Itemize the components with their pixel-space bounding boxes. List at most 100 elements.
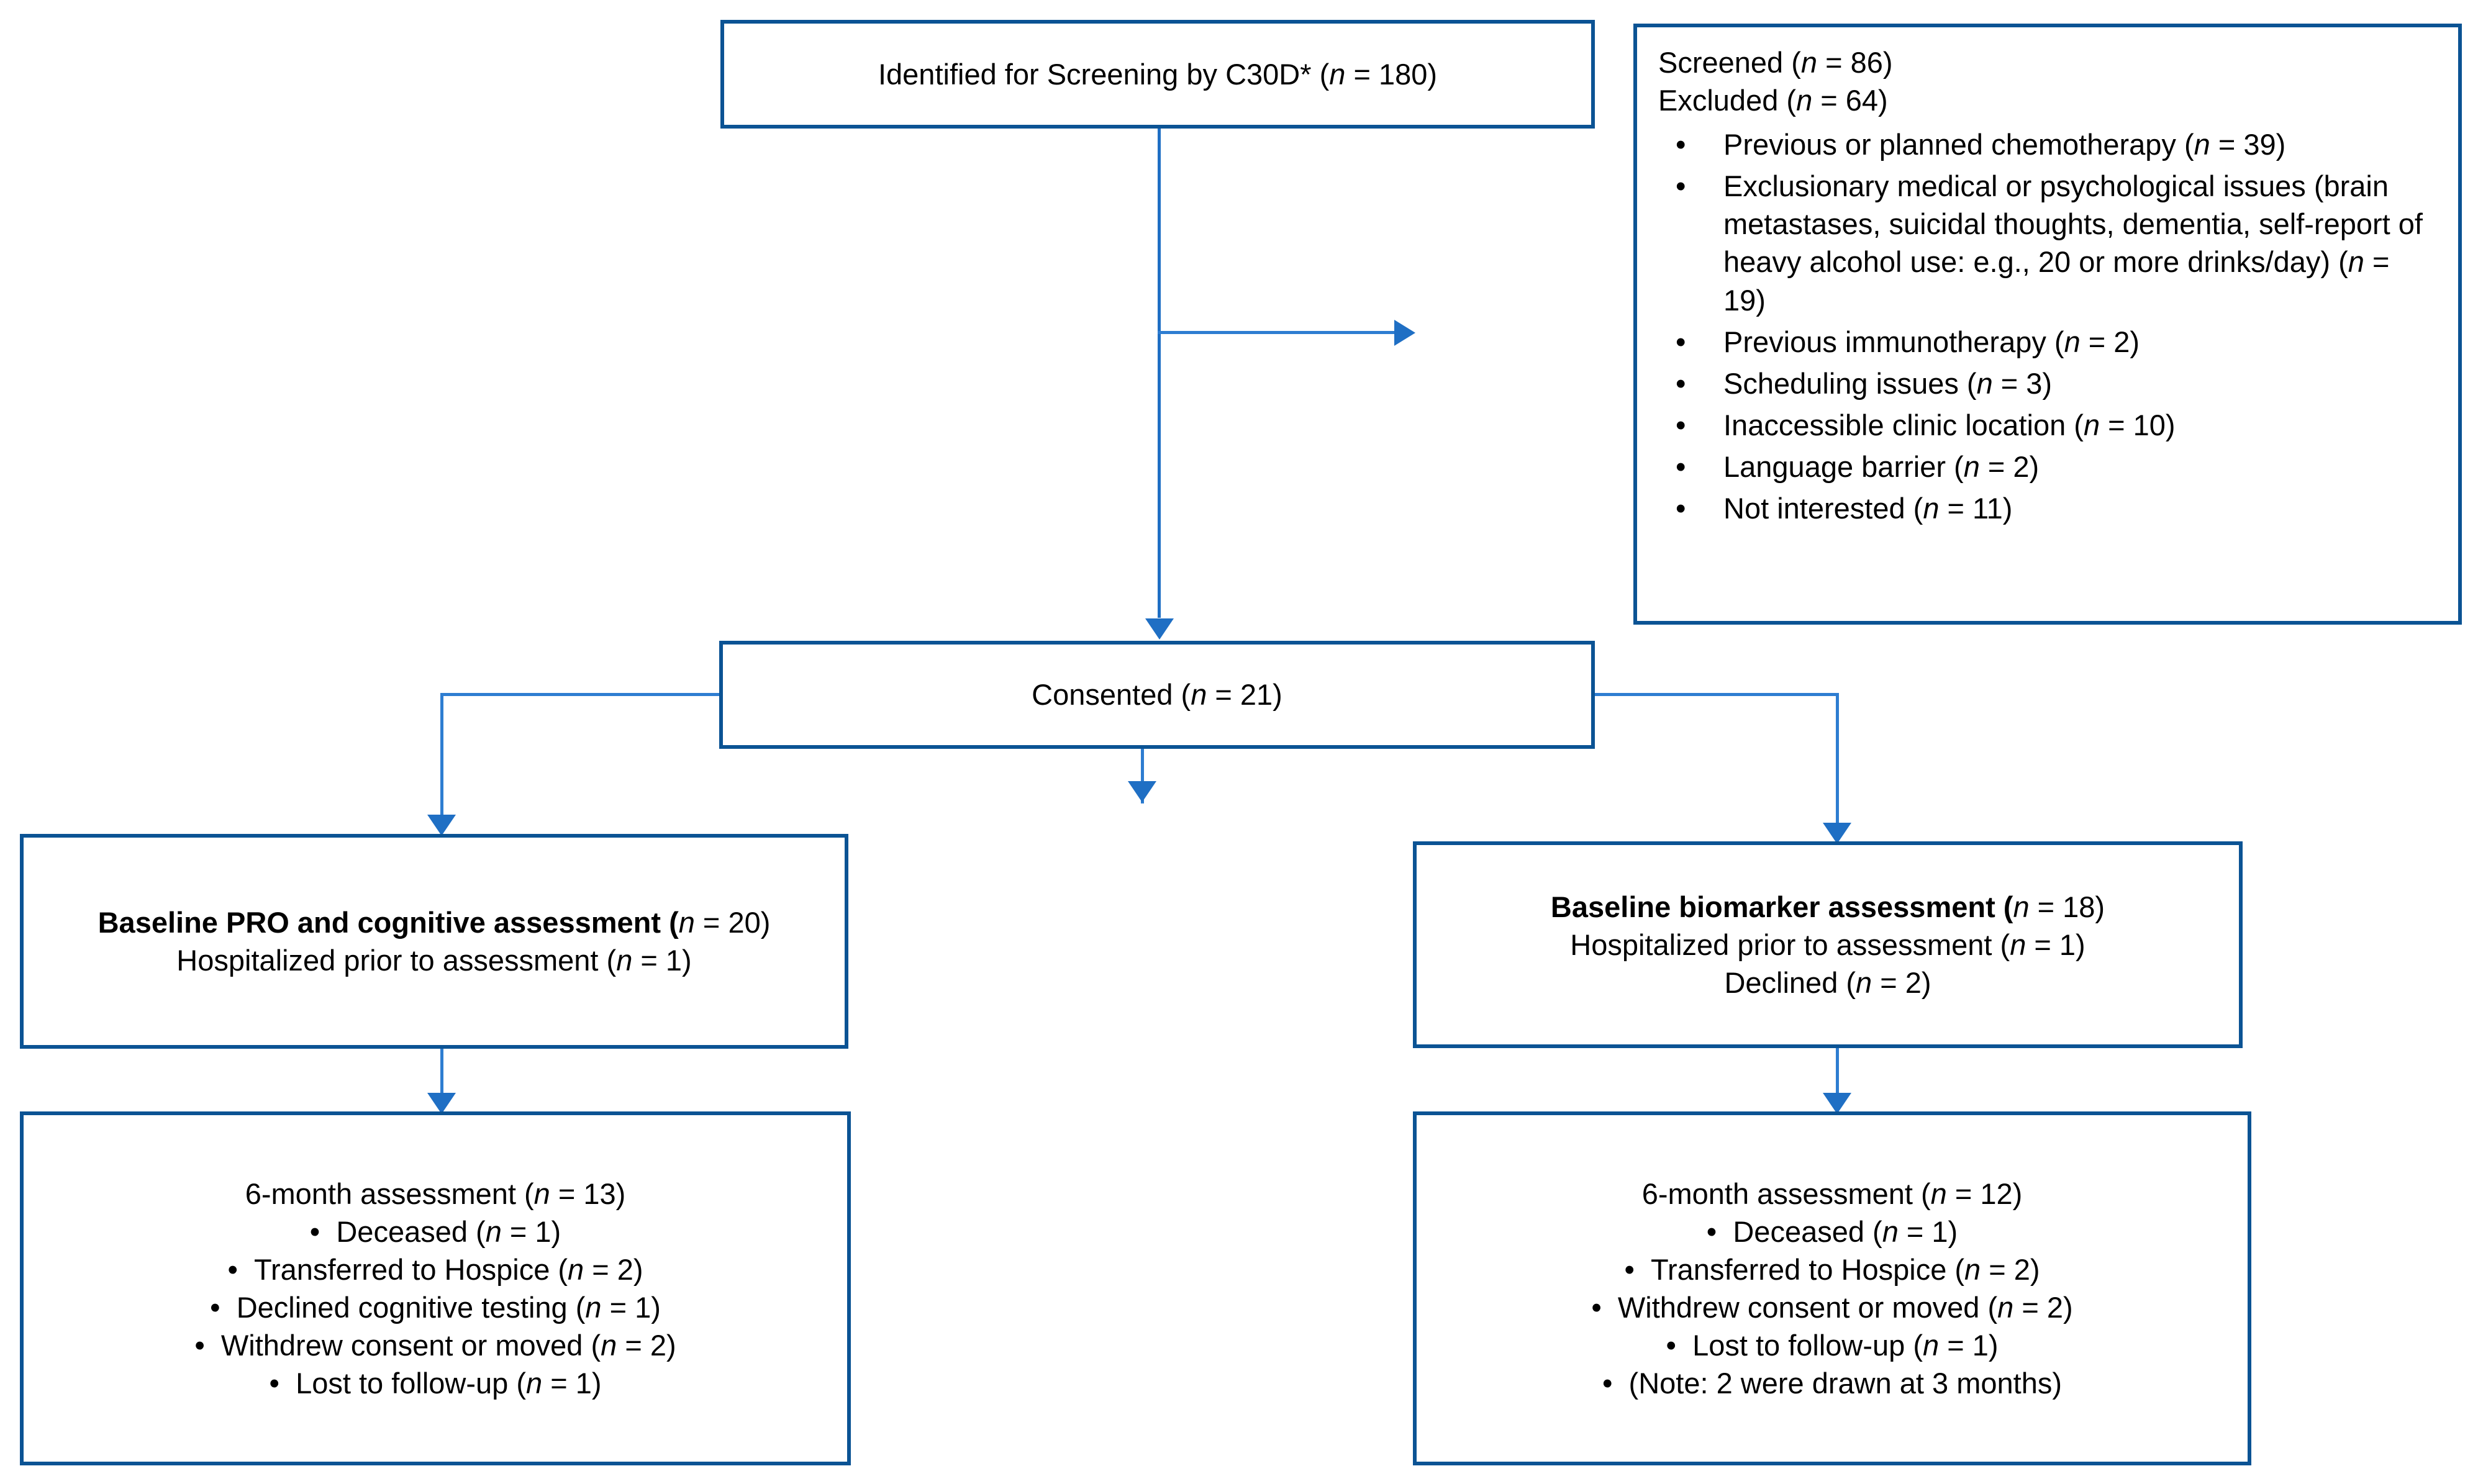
bullet-icon: • <box>1676 408 1686 441</box>
followup-pro-item-suffix: = 2) <box>617 1329 676 1362</box>
consented-prefix: Consented ( <box>1032 678 1191 712</box>
reason-n-symbol: n <box>2194 128 2210 161</box>
followup-biomarker-headline: 6-month assessment (n = 12) <box>1417 1175 2248 1213</box>
followup-pro-item-prefix: Transferred to Hospice ( <box>254 1252 568 1286</box>
followup-pro-item-n-symbol: n <box>568 1252 584 1286</box>
connector-branch-to-screening <box>1158 331 1397 334</box>
excluded-n-symbol: n <box>1796 84 1813 117</box>
list-item: • Transferred to Hospice (n = 2) <box>24 1251 847 1288</box>
screened-prefix: Screened ( <box>1658 46 1801 79</box>
followup-biomarker-headline-prefix: 6-month assessment ( <box>1641 1177 1931 1210</box>
connector-baseline-biomarker-to-followup <box>1836 1047 1839 1116</box>
reason-n-symbol: n <box>1923 492 1940 525</box>
screened-n-symbol: n <box>1800 46 1818 79</box>
list-item: • Exclusionary medical or psychological … <box>1658 167 2437 319</box>
connector-consented-right-horizontal <box>1593 693 1839 696</box>
followup-biomarker-item-n-symbol: n <box>1882 1215 1899 1248</box>
followup-biomarker-item-suffix: = 1) <box>1898 1215 1958 1248</box>
followup-pro-item-prefix: Lost to follow-up ( <box>296 1367 527 1400</box>
node-consented[interactable]: Consented (n = 21) <box>719 641 1595 749</box>
followup-biomarker-item-prefix: Lost to follow-up ( <box>1692 1329 1923 1362</box>
node-followup-pro-assessment[interactable]: 6-month assessment (n = 13) • Deceased (… <box>20 1111 851 1465</box>
node-followup-biomarker-assessment[interactable]: 6-month assessment (n = 12) • Deceased (… <box>1413 1111 2251 1465</box>
reason-suffix: = 2) <box>2080 325 2140 358</box>
node-baseline-pro-assessment[interactable]: Baseline PRO and cognitive assessment (n… <box>20 834 848 1049</box>
bullet-icon: • <box>309 1215 320 1248</box>
reason-prefix: Scheduling issues ( <box>1723 366 1977 400</box>
baseline-biomarker-line2-n-symbol: n <box>2010 928 2026 961</box>
node-screened-excluded[interactable]: Screened (n = 86) Excluded (n = 64) • Pr… <box>1633 24 2462 625</box>
excluded-suffix: = 64) <box>1812 84 1888 117</box>
bullet-icon: • <box>1706 1215 1717 1248</box>
node-identified-for-screening[interactable]: Identified for Screening by C30D* (n = 1… <box>720 20 1595 129</box>
followup-pro-item-suffix: = 1) <box>542 1367 602 1400</box>
connector-consented-left-vertical <box>440 693 443 825</box>
bullet-icon: • <box>1676 170 1686 203</box>
bullet-icon: • <box>1676 325 1686 358</box>
followup-biomarker-item-n-symbol: n <box>1997 1291 2014 1324</box>
reason-prefix: Exclusionary medical or psychological is… <box>1723 170 2423 279</box>
bullet-icon: • <box>269 1367 279 1400</box>
consented-text: Consented (n = 21) <box>723 676 1591 713</box>
followup-pro-item-n-symbol: n <box>526 1367 543 1400</box>
bullet-icon: • <box>1591 1291 1602 1324</box>
list-item: • Lost to follow-up (n = 1) <box>24 1364 847 1402</box>
bullet-icon: • <box>1602 1367 1613 1400</box>
baseline-pro-headline-suffix: = 20) <box>694 905 771 939</box>
identified-text: Identified for Screening by C30D* (n = 1… <box>724 55 1591 93</box>
followup-pro-item-prefix: Declined cognitive testing ( <box>236 1291 586 1324</box>
arrowhead-into-followup-biomarker <box>1823 1093 1851 1114</box>
list-item: • (Note: 2 were drawn at 3 months) <box>1417 1364 2248 1402</box>
baseline-biomarker-declined: Declined (n = 2) <box>1417 964 2239 1002</box>
followup-biomarker-item-prefix: Deceased ( <box>1733 1215 1882 1248</box>
baseline-biomarker-line3-prefix: Declined ( <box>1724 966 1856 1000</box>
consented-suffix: = 21) <box>1207 678 1282 712</box>
identified-suffix: = 180) <box>1345 57 1438 91</box>
followup-pro-item-suffix: = 1) <box>501 1215 561 1248</box>
bullet-icon: • <box>1676 366 1686 400</box>
list-item: • Transferred to Hospice (n = 2) <box>1417 1251 2248 1288</box>
connector-baseline-pro-to-followup <box>440 1047 443 1116</box>
followup-biomarker-item-n-symbol: n <box>1923 1329 1940 1362</box>
baseline-biomarker-headline-n-symbol: n <box>2013 890 2030 923</box>
list-item: • Language barrier (n = 2) <box>1658 448 2437 486</box>
baseline-biomarker-headline: Baseline biomarker assessment (n = 18) <box>1417 888 2239 926</box>
followup-biomarker-item-n-symbol: n <box>1964 1252 1981 1286</box>
followup-biomarker-item-suffix: = 1) <box>1939 1329 1999 1362</box>
list-item: • Lost to follow-up (n = 1) <box>1417 1326 2248 1364</box>
baseline-pro-headline-n-symbol: n <box>678 905 695 939</box>
baseline-pro-line2-n-symbol: n <box>616 944 633 977</box>
followup-biomarker-item-prefix: (Note: 2 were drawn at 3 months) <box>1628 1367 2063 1400</box>
screened-suffix: = 86) <box>1817 46 1893 79</box>
reason-suffix: = 3) <box>1992 366 2053 400</box>
screened-block: Screened (n = 86) Excluded (n = 64) • Pr… <box>1637 43 2458 531</box>
identified-n-symbol: n <box>1329 57 1346 91</box>
followup-biomarker-item-prefix: Transferred to Hospice ( <box>1651 1252 1965 1286</box>
followup-pro-item-prefix: Deceased ( <box>336 1215 486 1248</box>
reason-n-symbol: n <box>2064 325 2081 358</box>
reason-prefix: Previous or planned chemotherapy ( <box>1723 128 2194 161</box>
bullet-icon: • <box>210 1291 220 1324</box>
baseline-biomarker-line2-suffix: = 1) <box>2026 928 2085 961</box>
connector-consented-right-vertical <box>1836 693 1839 833</box>
followup-pro-item-n-symbol: n <box>485 1215 502 1248</box>
bullet-icon: • <box>1676 128 1686 161</box>
followup-pro-item-prefix: Withdrew consent or moved ( <box>220 1329 601 1362</box>
node-baseline-biomarker-assessment[interactable]: Baseline biomarker assessment (n = 18) H… <box>1413 841 2243 1048</box>
baseline-biomarker-line2-prefix: Hospitalized prior to assessment ( <box>1570 928 2010 961</box>
followup-biomarker-item-suffix: = 2) <box>2013 1291 2073 1324</box>
list-item: • Previous immunotherapy (n = 2) <box>1658 323 2437 361</box>
arrowhead-into-baseline-biomarker <box>1823 823 1851 844</box>
connector-identified-to-consented <box>1158 127 1161 618</box>
reason-suffix: = 39) <box>2210 128 2286 161</box>
bullet-icon: • <box>1676 492 1686 525</box>
baseline-biomarker-line3-suffix: = 2) <box>1872 966 1931 1000</box>
connector-consented-left-horizontal <box>440 693 721 696</box>
reason-prefix: Previous immunotherapy ( <box>1723 325 2064 358</box>
consented-n-symbol: n <box>1191 678 1207 712</box>
arrowhead-to-screening <box>1394 320 1415 346</box>
baseline-pro-line2-prefix: Hospitalized prior to assessment ( <box>176 944 617 977</box>
list-item: • Inaccessible clinic location (n = 10) <box>1658 406 2437 444</box>
followup-pro-headline: 6-month assessment (n = 13) <box>24 1175 847 1213</box>
